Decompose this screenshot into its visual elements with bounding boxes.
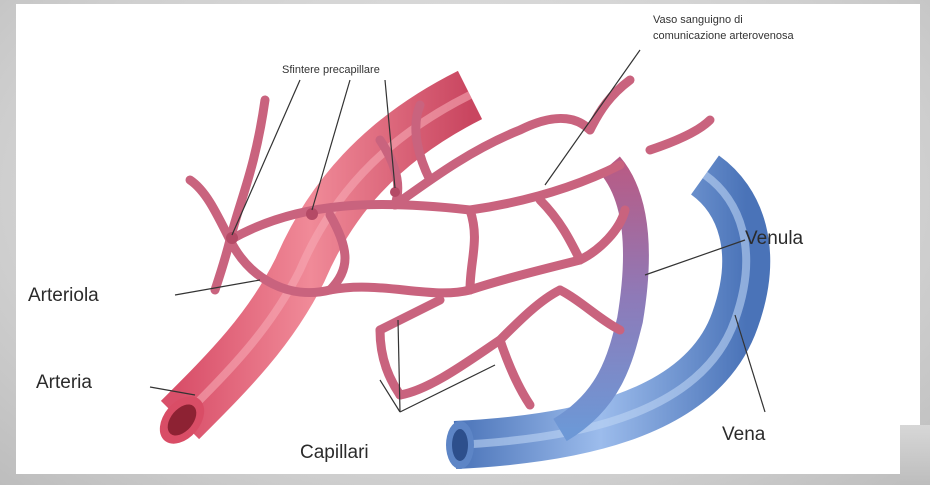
label-vena: Vena bbox=[722, 424, 765, 446]
page-corner-decoration bbox=[900, 425, 930, 485]
vein-vessel bbox=[446, 175, 746, 469]
label-vaso-comunicazione: Vaso sanguigno di comunicazione arterove… bbox=[653, 12, 794, 44]
label-capillari: Capillari bbox=[300, 442, 369, 464]
label-venula: Venula bbox=[745, 228, 803, 250]
label-vaso-line1: Vaso sanguigno di bbox=[653, 12, 794, 28]
label-arteriola: Arteriola bbox=[28, 285, 99, 307]
label-vaso-line2: comunicazione arterovenosa bbox=[653, 28, 794, 44]
label-arteria: Arteria bbox=[36, 372, 92, 394]
label-sfintere-precapillare: Sfintere precapillare bbox=[282, 62, 380, 78]
